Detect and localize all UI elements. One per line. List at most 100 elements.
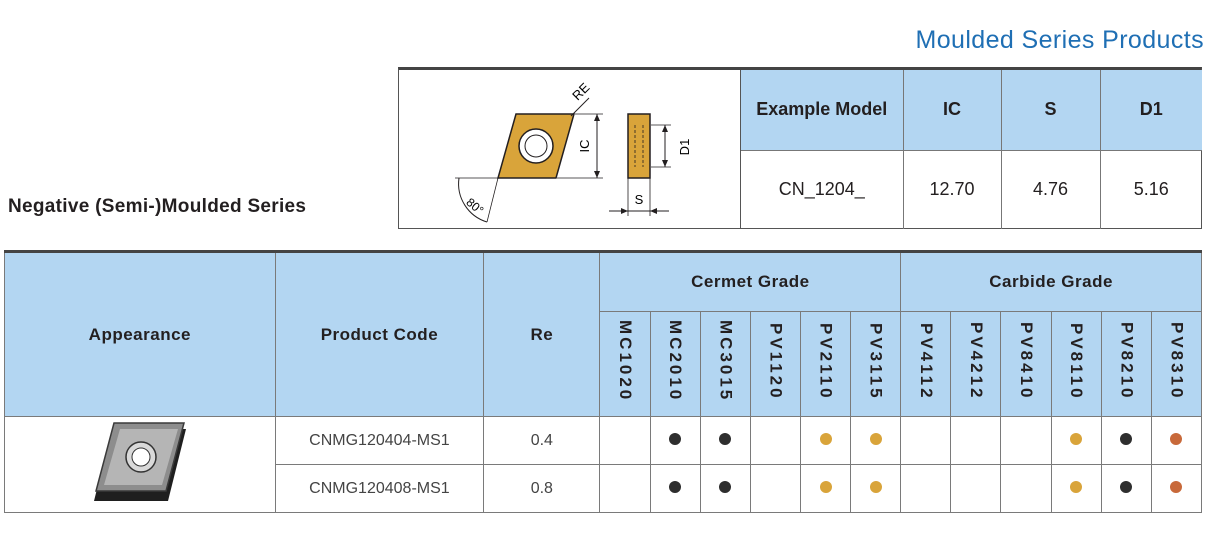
insert-diagram: RE IC 80° D1 — [399, 70, 741, 229]
availability-dot — [1170, 432, 1183, 445]
header-cermet-grade: Cermet Grade — [599, 250, 902, 312]
spec-box: RE IC 80° D1 — [398, 67, 1202, 229]
grade-cell-pv2110 — [799, 464, 852, 513]
grade-cell-mc3015 — [699, 464, 751, 513]
grade-label: PV1120 — [766, 322, 786, 401]
grade-label: PV8210 — [1117, 322, 1137, 401]
grade-cell-mc2010 — [649, 464, 701, 513]
grade-header-pv8310: PV8310 — [1150, 311, 1203, 417]
grade-header-pv8110: PV8110 — [1050, 311, 1102, 417]
spec-header-model: Example Model — [741, 70, 903, 151]
s-label: S — [635, 192, 644, 207]
spec-value-ic: 12.70 — [902, 150, 1001, 229]
spec-value-d1: 5.16 — [1099, 150, 1202, 229]
grade-cell-pv4112 — [900, 416, 952, 465]
grade-header-mc2010: MC2010 — [649, 311, 701, 417]
grade-cell-pv8110 — [1050, 464, 1102, 513]
spec-header-s: S — [1000, 70, 1100, 151]
grade-label: PV8410 — [1017, 322, 1037, 401]
grade-label: PV8310 — [1167, 322, 1187, 401]
grade-cell-pv8210 — [1100, 416, 1152, 465]
grade-cell-pv2110 — [799, 416, 852, 465]
grade-header-pv1120: PV1120 — [749, 311, 801, 417]
re-label: RE — [569, 80, 593, 104]
grade-header-pv4112: PV4112 — [900, 311, 952, 417]
grade-label: PV4212 — [966, 322, 986, 401]
grade-cell-pv3115 — [850, 416, 902, 465]
grade-cell-pv8310 — [1150, 464, 1203, 513]
availability-dot — [819, 480, 832, 493]
grade-cell-mc2010 — [649, 416, 701, 465]
grade-label: PV8110 — [1067, 322, 1087, 401]
re-value: 0.8 — [483, 464, 601, 513]
d1-label: D1 — [677, 139, 692, 156]
header-product-code: Product Code — [274, 250, 485, 417]
grade-cell-mc1020 — [599, 416, 651, 465]
grade-header-pv4212: PV4212 — [950, 311, 1002, 417]
section-title: Negative (Semi-)Moulded Series — [8, 196, 307, 217]
availability-dot — [869, 480, 882, 493]
grade-cell-pv3115 — [850, 464, 902, 513]
grade-cell-mc3015 — [699, 416, 751, 465]
grade-header-pv8410: PV8410 — [1000, 311, 1052, 417]
insert-hole-inner — [524, 134, 548, 158]
insert-diagram-svg: RE IC 80° D1 — [455, 80, 692, 223]
grade-header-mc3015: MC3015 — [699, 311, 751, 417]
grade-label: PV4112 — [916, 322, 936, 401]
group-header-row: Appearance Product Code Re Cermet Grade … — [4, 250, 1202, 417]
insert-photo-icon — [93, 422, 186, 501]
availability-dot — [1120, 432, 1133, 445]
grade-cell-pv1120 — [749, 464, 801, 513]
grade-cell-pv4212 — [950, 464, 1002, 513]
availability-dot — [1170, 480, 1183, 493]
ic-label: IC — [577, 140, 592, 153]
spec-value-model: CN_1204_ — [778, 179, 865, 200]
availability-dot — [669, 432, 682, 445]
series-title: Moulded Series Products — [915, 26, 1204, 54]
product-code: CNMG120408-MS1 — [274, 464, 485, 513]
insert-side-view — [627, 113, 651, 179]
grade-cell-pv8410 — [1000, 416, 1052, 465]
product-table: Appearance Product Code Re Cermet Grade … — [4, 250, 1203, 513]
insert-photo — [4, 416, 276, 513]
header-re: Re — [483, 250, 601, 417]
grade-label: MC2010 — [666, 320, 686, 403]
grade-cell-pv1120 — [749, 416, 801, 465]
availability-dot — [1070, 432, 1083, 445]
grade-cell-pv8410 — [1000, 464, 1052, 513]
grade-header-pv8210: PV8210 — [1100, 311, 1152, 417]
spec-value-s: 4.76 — [1000, 150, 1100, 229]
grade-label: PV2110 — [816, 322, 836, 401]
spec-header-d1: D1 — [1099, 70, 1202, 151]
availability-dot — [1120, 480, 1133, 493]
grade-header-row: MC1020 MC2010 MC3015 PV1120 PV2110 PV3115 PV41… — [5, 311, 1203, 417]
availability-dot — [669, 480, 682, 493]
availability-dot — [819, 432, 832, 445]
grade-header-pv2110: PV2110 — [799, 311, 852, 417]
grade-cell-pv4112 — [900, 464, 952, 513]
grade-cell-pv4212 — [950, 416, 1002, 465]
angle-label: 80° — [463, 195, 486, 218]
spec-table: Example Model IC S D1 CN_1204_ 12.70 4.7… — [741, 70, 1202, 229]
re-value: 0.4 — [483, 416, 601, 465]
grade-cell-mc1020 — [599, 464, 651, 513]
availability-dot — [1070, 480, 1083, 493]
grade-cell-pv8310 — [1150, 416, 1203, 465]
availability-dot — [719, 480, 732, 493]
availability-dot — [719, 432, 732, 445]
header-carbide-grade: Carbide Grade — [900, 250, 1202, 312]
grade-cell-pv8110 — [1050, 416, 1102, 465]
grade-label: MC3015 — [716, 320, 736, 403]
spec-header-row: Example Model IC S D1 — [741, 70, 1202, 151]
grade-label: PV3115 — [866, 322, 886, 401]
header-appearance: Appearance — [4, 250, 276, 417]
grade-label: MC1020 — [616, 320, 636, 403]
spec-header-ic: IC — [902, 70, 1001, 151]
grade-header-pv3115: PV3115 — [850, 311, 902, 417]
spec-value-row: CN_1204_ 12.70 4.76 5.16 — [741, 150, 1202, 229]
grade-header-mc1020: MC1020 — [599, 311, 651, 417]
grade-cell-pv8210 — [1100, 464, 1152, 513]
